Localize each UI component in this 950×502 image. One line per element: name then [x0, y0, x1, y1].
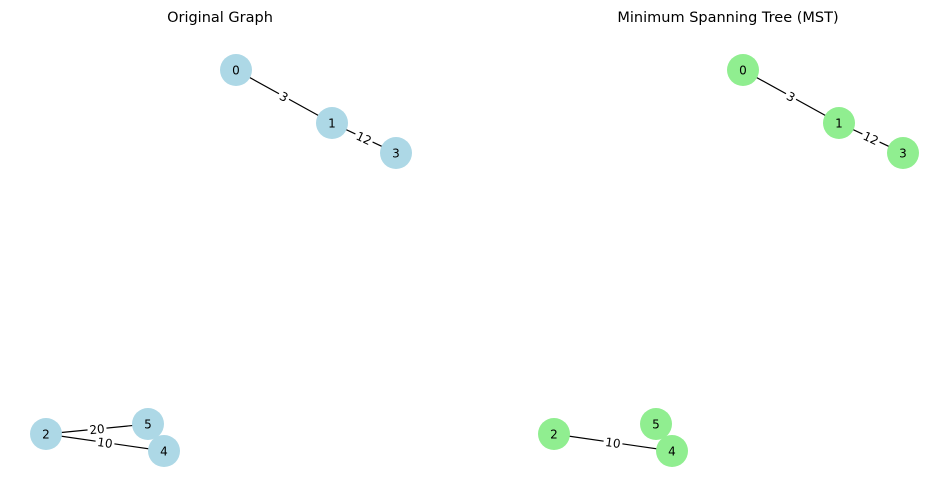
- node-4: [656, 435, 688, 467]
- node-label-4: 4: [668, 445, 676, 459]
- node-label-3: 3: [392, 147, 400, 161]
- edge-weight-text: 12: [354, 129, 374, 148]
- node-label-1: 1: [835, 117, 843, 131]
- edge-weight-label-background: [352, 126, 376, 150]
- node-5: [640, 408, 672, 440]
- edge-weight-label: 3: [782, 86, 800, 107]
- mst-title: Minimum Spanning Tree (MST): [617, 10, 838, 26]
- edge-weight-label-background: [859, 126, 883, 150]
- edge-weight-text: 10: [96, 435, 113, 451]
- node-label-0: 0: [232, 64, 240, 78]
- node-0: [727, 54, 759, 86]
- node-label-2: 2: [42, 428, 50, 442]
- edge-weight-label-background: [94, 433, 116, 452]
- node-2: [30, 418, 62, 450]
- edge-weight-label: 12: [352, 126, 376, 150]
- node-label-1: 1: [328, 117, 336, 131]
- node-label-5: 5: [144, 418, 152, 432]
- node-label-4: 4: [160, 445, 168, 459]
- node-2: [538, 418, 570, 450]
- edge-weight-text: 12: [861, 129, 881, 148]
- node-label-5: 5: [652, 418, 660, 432]
- edge-weight-label: 10: [602, 433, 624, 452]
- edge-weight-label-background: [602, 433, 624, 452]
- edge-weight-label: 3: [275, 86, 293, 107]
- edge-weight-label: 10: [94, 433, 116, 452]
- node-3: [887, 137, 919, 169]
- node-0: [220, 54, 252, 86]
- edge-weight-text: 20: [89, 422, 106, 437]
- node-5: [132, 408, 164, 440]
- edge-weight-label: 12: [859, 126, 883, 150]
- node-4: [148, 435, 180, 467]
- original-graph-title: Original Graph: [167, 10, 273, 26]
- node-1: [316, 107, 348, 139]
- node-label-0: 0: [739, 64, 747, 78]
- node-1: [823, 107, 855, 139]
- edge-weight-label-background: [275, 86, 293, 107]
- edge-weight-label: 20: [86, 420, 108, 438]
- edge-weight-label-background: [782, 86, 800, 107]
- node-label-2: 2: [550, 428, 558, 442]
- node-label-3: 3: [899, 147, 907, 161]
- edge-weight-text: 10: [604, 435, 621, 451]
- edge-weight-label-background: [86, 420, 108, 438]
- node-3: [380, 137, 412, 169]
